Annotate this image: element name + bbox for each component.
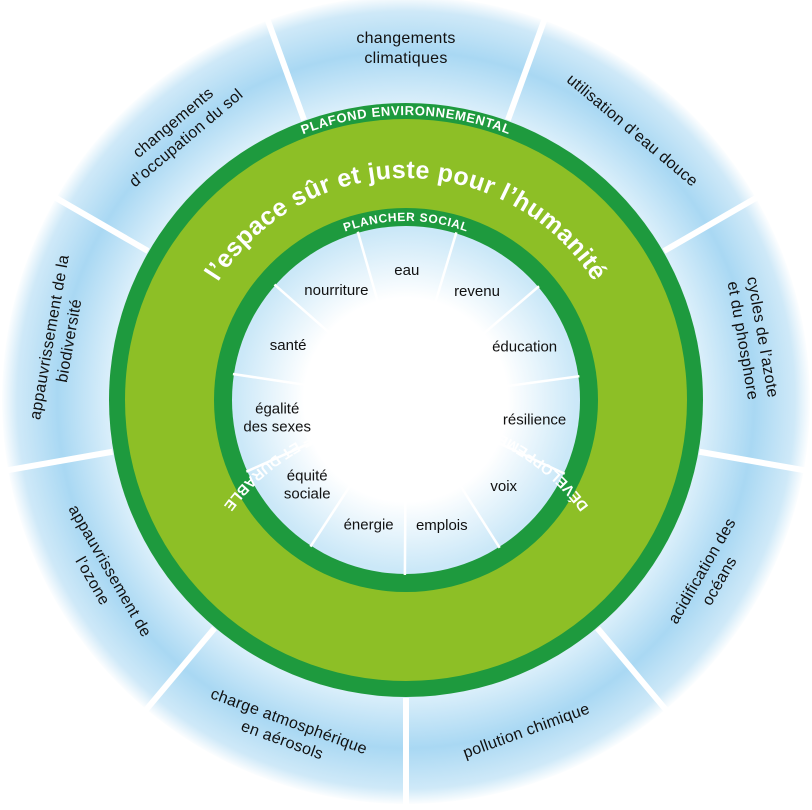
- inner-divider-10: [273, 283, 398, 394]
- social-shortfall-zone: [232, 226, 580, 574]
- svg-text:revenu: revenu: [454, 283, 500, 300]
- inner-sector-label-6: énergie: [344, 517, 394, 534]
- inner-divider-9: [232, 372, 395, 400]
- outer-divider-5: [143, 626, 217, 713]
- inner-divider-2: [414, 285, 540, 394]
- inner-divider-3: [417, 374, 580, 400]
- inner-sector-label-1: revenu: [454, 283, 500, 300]
- outer-divider-7: [53, 194, 150, 254]
- inner-dividers: [232, 231, 580, 576]
- inner-sector-label-5: emplois: [416, 517, 468, 534]
- svg-text:éducation: éducation: [492, 339, 557, 356]
- outer-divider-1: [662, 194, 759, 254]
- inner-divider-7: [309, 409, 401, 548]
- inner-divider-5: [411, 409, 501, 549]
- outer-divider-0: [505, 18, 548, 121]
- svg-text:énergie: énergie: [344, 517, 394, 534]
- svg-text:voix: voix: [490, 478, 517, 495]
- svg-text:résilience: résilience: [503, 411, 566, 428]
- inner-sector-label-10: nourriture: [304, 282, 368, 299]
- svg-text:santé: santé: [270, 337, 307, 354]
- inner-divider-4: [416, 403, 566, 475]
- outer-divider-8: [264, 18, 307, 121]
- inner-sector-label-2: éducation: [492, 339, 557, 356]
- outer-divider-3: [595, 626, 669, 713]
- inner-sector-label-4: voix: [490, 478, 517, 495]
- inner-divider-6: [403, 411, 408, 576]
- inner-labels: eau revenu éducation résilience voix emplois é…: [243, 262, 566, 534]
- svg-text:nourriture: nourriture: [304, 282, 368, 299]
- svg-text:emplois: emplois: [416, 517, 468, 534]
- outer-dividers: [6, 18, 806, 805]
- svg-text:eau: eau: [394, 262, 419, 279]
- inner-sector-label-9: santé: [270, 337, 307, 354]
- inner-divider-8: [245, 403, 396, 473]
- outer-divider-2: [698, 448, 806, 474]
- inner-sector-label-0: eau: [394, 262, 419, 279]
- outer-divider-6: [6, 448, 114, 474]
- inner-divider-0: [356, 231, 404, 389]
- inner-divider-1: [408, 232, 458, 389]
- inner-sector-label-3: résilience: [503, 411, 566, 428]
